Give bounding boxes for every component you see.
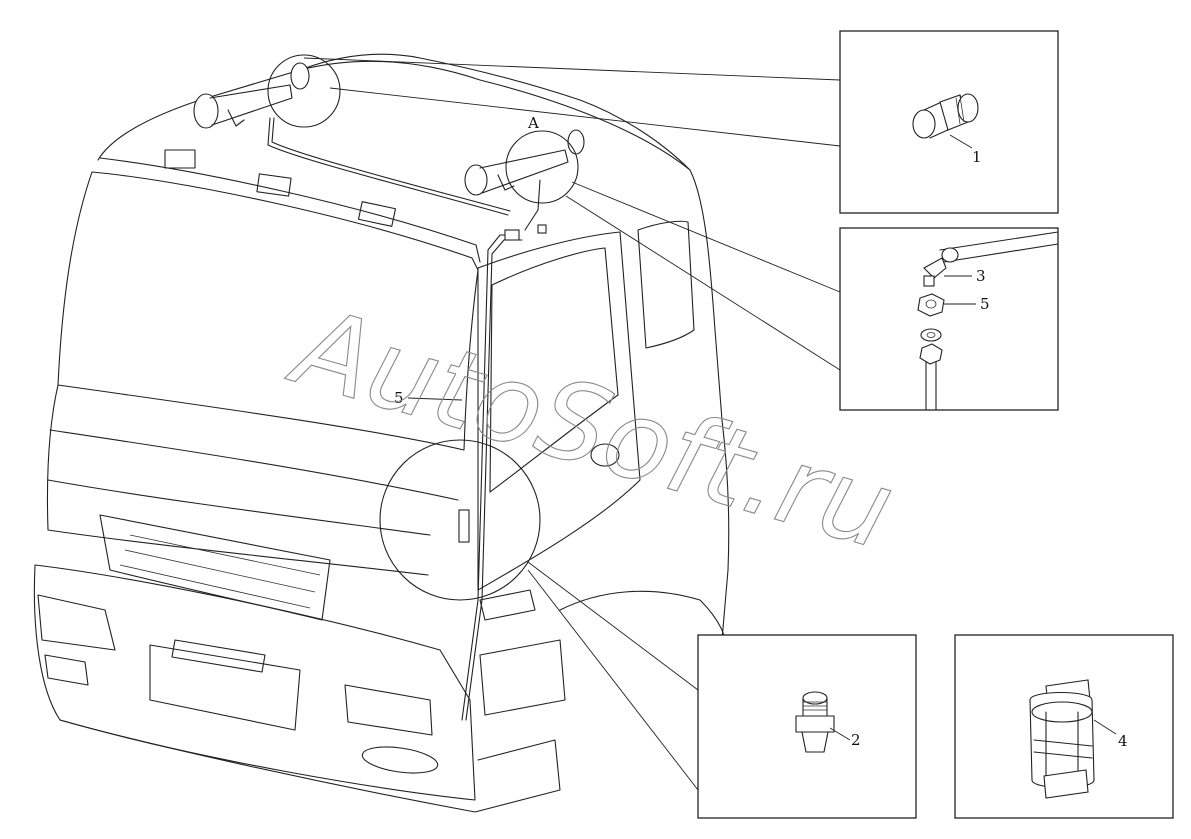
headlamp-left — [37, 594, 116, 651]
leader-door-bottom — [527, 569, 699, 791]
bumper-lower-lip — [59, 719, 561, 813]
leader-1-bottom — [329, 87, 841, 147]
door-outline — [477, 231, 641, 591]
detail-circle-door — [379, 439, 541, 601]
detail-box-2: 2 — [697, 634, 917, 819]
callout-4-label: 4 — [1118, 732, 1128, 750]
horn-back-left — [290, 62, 310, 90]
hex-nut-icon — [917, 293, 945, 411]
rear-side-window — [637, 220, 695, 349]
cab-front-belt-2 — [47, 479, 431, 536]
detail-circle-left-horn — [267, 54, 341, 128]
callout-1-label: 1 — [972, 148, 982, 166]
leader-1-top — [303, 57, 841, 81]
license-plate — [171, 639, 266, 673]
hose-clamp — [458, 509, 470, 543]
cab-front-lower — [46, 384, 429, 576]
license-plate-recess — [149, 644, 301, 731]
horn-bracket-left — [227, 109, 245, 127]
truck-cab — [33, 53, 730, 813]
marker-lamp-left — [164, 149, 196, 169]
leader-a-bottom — [565, 195, 841, 371]
leader-lines — [303, 57, 841, 791]
windshield — [57, 171, 479, 451]
wheel-arch — [559, 590, 725, 641]
headlamp-right — [344, 684, 433, 736]
air-line-feed-2 — [465, 239, 523, 721]
horn-body-right — [479, 149, 569, 194]
air-line-left — [267, 117, 509, 216]
callout-leader-1 — [949, 134, 973, 149]
leader-door-top — [527, 561, 699, 691]
tee-fitting — [504, 229, 520, 241]
windshield-frame — [99, 157, 481, 263]
horn-bracket-right — [497, 174, 515, 191]
grille — [99, 514, 331, 621]
roof-spoiler-edge — [299, 53, 691, 171]
horn-back-right — [567, 129, 585, 155]
watermark-text: AutoSoft.ru — [277, 283, 906, 574]
side-step — [479, 639, 566, 716]
detail-box-4: 4 — [954, 634, 1174, 819]
fog-lamp-right — [361, 746, 439, 774]
door-window — [489, 247, 619, 493]
detail-a-label: A — [527, 114, 539, 132]
detail-box-1: 1 — [839, 30, 1059, 214]
hose-clamp-icon — [1029, 679, 1095, 799]
grille-bar-3 — [119, 564, 311, 609]
hose-connector — [537, 224, 547, 234]
fog-lamp-left — [44, 654, 89, 686]
callout-leader-4 — [1093, 719, 1117, 735]
leader-a-top — [571, 181, 841, 293]
callout-5-door-label: 5 — [394, 389, 404, 407]
door-step — [479, 589, 536, 621]
detail-box-3-5: 3 5 — [839, 227, 1059, 411]
horn-bell-left — [193, 93, 219, 129]
cab-front-belt — [49, 429, 459, 501]
callout-5-label: 5 — [980, 295, 990, 313]
air-horn-assembly — [193, 54, 585, 721]
straight-fitting-icon — [795, 691, 835, 753]
callout-leader-5-door — [407, 397, 463, 401]
door-handle — [590, 443, 620, 467]
grille-bar-2 — [124, 549, 316, 593]
air-line-right — [524, 179, 541, 231]
marker-lamp-center — [256, 173, 292, 197]
horn-bell-right — [464, 164, 488, 196]
horn-body-left — [209, 84, 293, 126]
front-bumper — [33, 564, 476, 801]
grille-bar-1 — [129, 534, 321, 576]
air-line-left-2 — [271, 117, 511, 212]
callout-2-label: 2 — [851, 731, 861, 749]
marker-lamp-right — [357, 201, 397, 227]
elbow-fitting-icon — [923, 231, 1059, 287]
callout-3-label: 3 — [976, 267, 986, 285]
callout-leader-2 — [829, 727, 851, 741]
adapter-fitting-icon — [912, 93, 979, 139]
detail-circle-a — [505, 130, 579, 204]
